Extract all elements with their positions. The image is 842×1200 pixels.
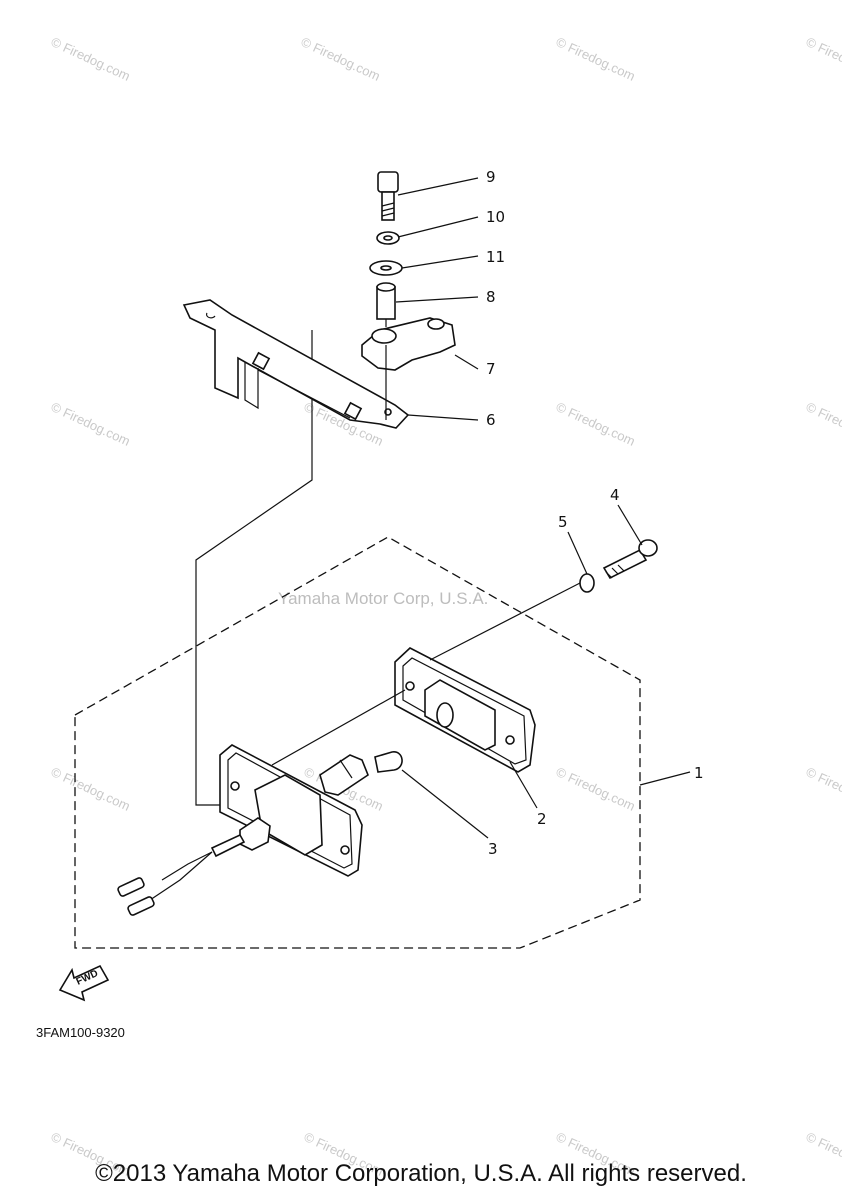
- watermark-layer: © Firedog.com © Firedog.com © Firedog.co…: [49, 34, 842, 1179]
- callout-7: 7: [486, 360, 496, 378]
- watermark: © Firedog.com: [804, 399, 842, 449]
- screw-part-4: [602, 539, 658, 580]
- callout-3: 3: [488, 840, 498, 858]
- watermark-center: Yamaha Motor Corp, U.S.A.: [278, 589, 488, 608]
- lens-part-2: [394, 647, 536, 773]
- washer-part-11: [369, 260, 403, 276]
- callout-11: 11: [486, 248, 505, 266]
- callout-6: 6: [486, 411, 496, 429]
- callout-4: 4: [610, 486, 620, 504]
- watermark: © Firedog.com: [804, 34, 842, 84]
- callout-8: 8: [486, 288, 496, 306]
- callout-9: 9: [486, 168, 496, 186]
- callout-10: 10: [486, 208, 505, 226]
- callout-labels: 9 10 11 8 7 6 4 5 1 2 3: [486, 168, 704, 858]
- watermark: © Firedog.com: [49, 764, 133, 814]
- watermark: © Firedog.com: [554, 764, 638, 814]
- assembly-outline: [74, 536, 641, 949]
- bulb-part-3: [374, 751, 403, 773]
- callout-2: 2: [537, 810, 547, 828]
- wire-harness: [117, 833, 246, 916]
- washer-part-5: [579, 573, 595, 593]
- leader-lines: [271, 177, 691, 839]
- lamp-housing: [219, 744, 363, 877]
- watermark: © Firedog.com: [804, 764, 842, 814]
- assembly-guide-line: [195, 330, 313, 806]
- arm-part-7: [361, 317, 456, 420]
- collar-part-8: [376, 282, 396, 327]
- watermark: © Firedog.com: [554, 34, 638, 84]
- watermark: © Firedog.com: [49, 399, 133, 449]
- bracket-part-6: [182, 299, 410, 429]
- callout-5: 5: [558, 513, 568, 531]
- callout-1: 1: [694, 764, 704, 782]
- watermark: © Firedog.com: [49, 34, 133, 84]
- drawing-code: 3FAM100-9320: [36, 1025, 125, 1040]
- fwd-arrow-icon: FWD: [58, 964, 110, 1002]
- watermark: © Firedog.com: [554, 399, 638, 449]
- copyright-footer: ©2013 Yamaha Motor Corporation, U.S.A. A…: [95, 1160, 747, 1187]
- watermark: © Firedog.com: [299, 34, 383, 84]
- lock-washer-part-10: [376, 231, 400, 245]
- socket: [319, 754, 369, 796]
- bolt-part-9: [377, 171, 399, 221]
